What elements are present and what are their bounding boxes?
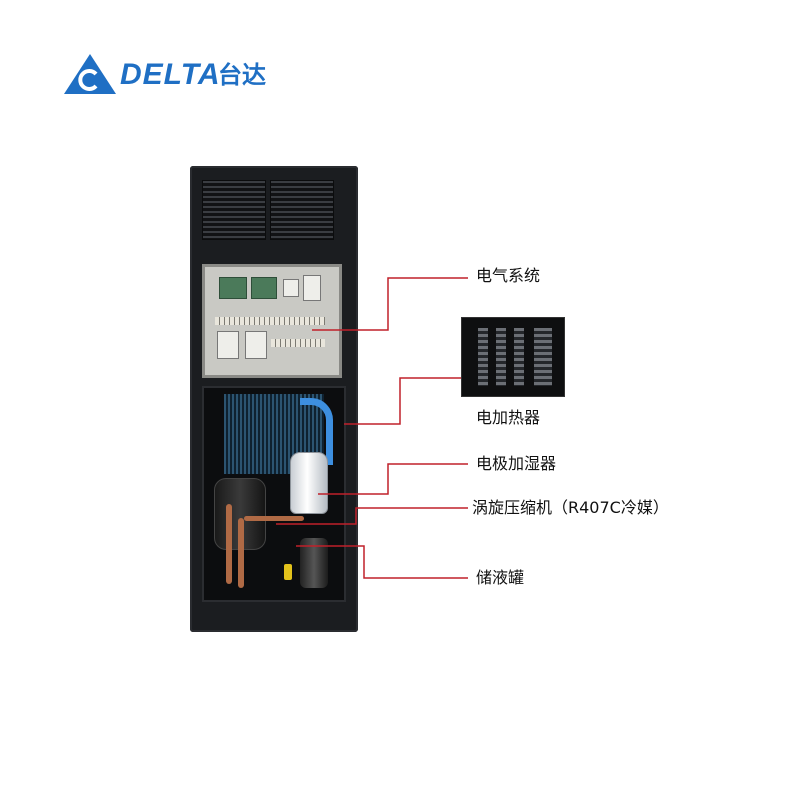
heater-element — [514, 328, 524, 386]
heater-element — [496, 328, 506, 386]
electric-heater-photo — [461, 317, 565, 397]
contactor — [245, 331, 267, 359]
heater-element — [478, 328, 488, 386]
terminal-block — [271, 339, 325, 347]
air-conditioner-cabinet — [190, 166, 358, 632]
logo-chinese-name: 台达 — [218, 61, 266, 89]
leader-electrical-system — [312, 277, 468, 331]
electrical-panel — [202, 264, 342, 378]
leader-liquid-receiver — [296, 545, 468, 579]
copper-pipe — [238, 518, 244, 588]
heater-bracket — [534, 328, 552, 386]
label-scroll-compressor: 涡旋压缩机（R407C冷媒） — [472, 498, 669, 517]
label-electrode-humidifier: 电极加湿器 — [476, 454, 557, 473]
humidifier-hose — [300, 398, 333, 465]
label-liquid-receiver: 储液罐 — [476, 568, 525, 587]
leader-scroll-compressor — [276, 507, 468, 525]
control-board — [219, 277, 247, 299]
electrode-humidifier — [290, 452, 328, 514]
control-board — [251, 277, 277, 299]
logo-wordmark: DELTA — [120, 58, 221, 91]
top-vent-left — [202, 180, 266, 240]
leader-electrode-humidifier — [318, 463, 468, 495]
copper-pipe — [226, 504, 232, 584]
label-electric-heater: 电加热器 — [476, 408, 541, 427]
contactor — [217, 331, 239, 359]
relay — [303, 275, 321, 301]
top-vent-right — [270, 180, 334, 240]
terminal-block — [215, 317, 325, 325]
label-electrical-system: 电气系统 — [476, 266, 541, 285]
service-valve — [284, 564, 292, 580]
delta-triangle-icon — [64, 54, 116, 94]
copper-pipe — [244, 516, 304, 521]
relay — [283, 279, 299, 297]
leader-electric-heater — [344, 377, 462, 425]
delta-logo: DELTA 台达 — [62, 50, 292, 98]
